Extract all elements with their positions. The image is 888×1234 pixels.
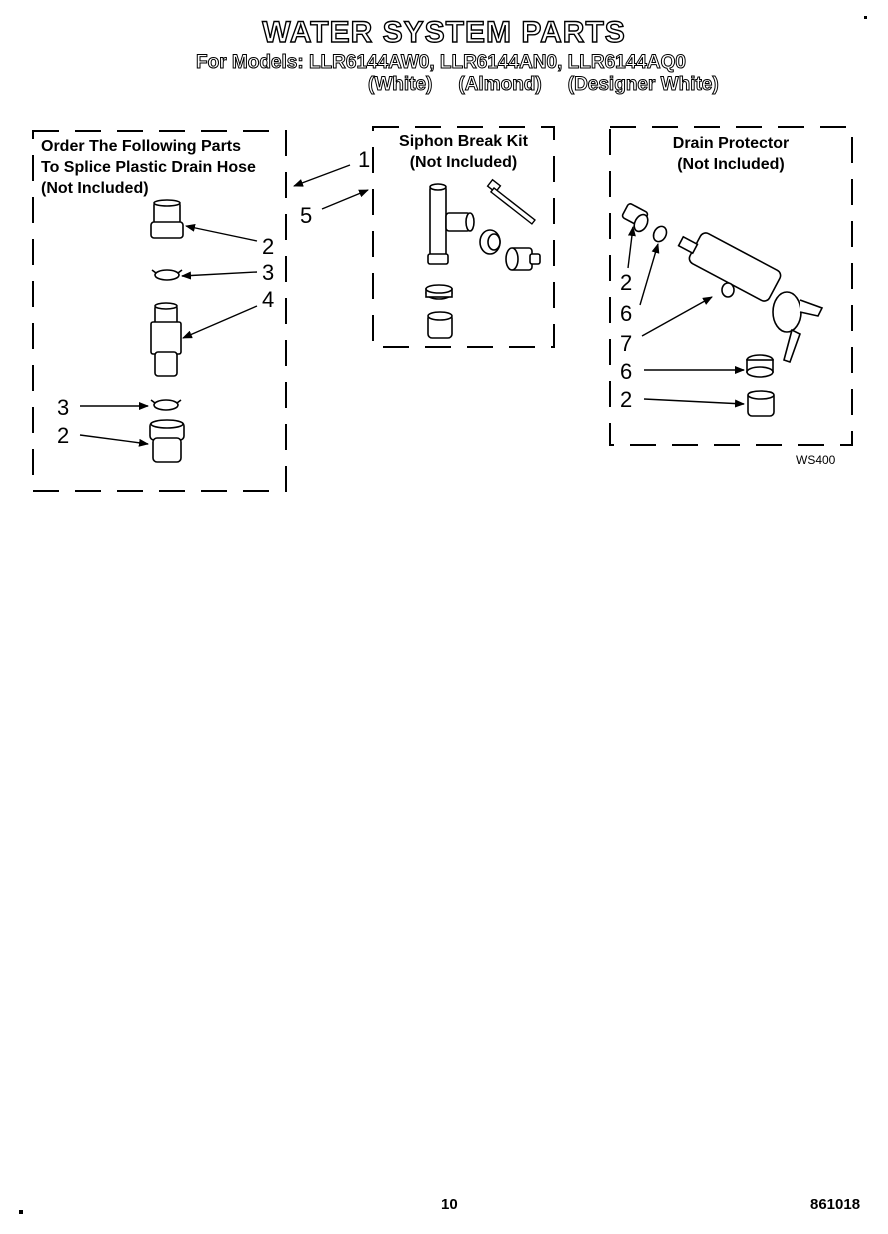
drain-clamp-bottom bbox=[746, 354, 774, 378]
drain-panel-frame bbox=[609, 126, 853, 446]
callout-1: 1 bbox=[358, 147, 371, 172]
siphon-tee-fitting bbox=[427, 183, 475, 265]
siphon-heading-line1: Siphon Break Kit bbox=[399, 133, 528, 150]
color-variants: (White) (Almond) (Designer White) bbox=[367, 74, 745, 96]
models-line: For Models: LLR6144AW0, LLR6144AN0, LLR6… bbox=[196, 52, 687, 74]
callout-drain-7: 7 bbox=[620, 331, 633, 356]
leader-lines bbox=[79, 164, 745, 447]
siphon-cap bbox=[427, 311, 453, 339]
page-number: 10 bbox=[441, 1196, 458, 1213]
corner-mark-top-right bbox=[864, 16, 867, 19]
siphon-ring bbox=[425, 284, 453, 300]
document-number: 861018 bbox=[810, 1196, 861, 1213]
diagram-code: WS400 bbox=[796, 453, 836, 467]
callout-splice-2-top: 2 bbox=[262, 234, 275, 259]
splice-connector-bottom bbox=[149, 419, 185, 463]
siphon-adapter bbox=[505, 247, 541, 271]
splice-connector-top bbox=[150, 199, 184, 239]
drain-heading-line1: Drain Protector bbox=[672, 135, 790, 152]
splice-coupling bbox=[150, 302, 182, 377]
drain-connector-top bbox=[621, 203, 649, 233]
page-title: WATER SYSTEM PARTS bbox=[262, 15, 626, 49]
splice-clamp-top bbox=[151, 269, 183, 281]
callout-drain-6-bottom: 6 bbox=[620, 359, 633, 384]
callout-splice-3-top: 3 bbox=[262, 260, 275, 285]
callout-drain-6-top: 6 bbox=[620, 301, 633, 326]
corner-mark-bottom-left bbox=[19, 1210, 23, 1214]
siphon-panel-heading: Siphon Break Kit (Not Included) bbox=[373, 131, 554, 173]
splice-clamp-bottom bbox=[150, 399, 182, 411]
variant-white: (White) bbox=[367, 74, 433, 96]
siphon-panel-frame bbox=[372, 126, 555, 348]
callout-splice-3-bottom: 3 bbox=[57, 395, 70, 420]
drain-clamp-top bbox=[652, 225, 668, 243]
siphon-clamp-ring bbox=[479, 229, 501, 255]
siphon-heading-line2: (Not Included) bbox=[409, 154, 518, 171]
variant-almond: (Almond) bbox=[458, 74, 542, 96]
variant-designer-white: (Designer White) bbox=[567, 74, 719, 96]
splice-heading-line3: (Not Included) bbox=[41, 180, 149, 197]
callout-5: 5 bbox=[300, 203, 313, 228]
callout-splice-4: 4 bbox=[262, 287, 275, 312]
splice-panel-frame bbox=[32, 130, 287, 492]
siphon-zip-tie bbox=[486, 178, 536, 225]
callout-drain-2-top: 2 bbox=[620, 270, 633, 295]
callout-drain-2-bottom: 2 bbox=[620, 387, 633, 412]
drain-connector-bottom bbox=[747, 390, 775, 417]
drain-heading-line2: (Not Included) bbox=[677, 156, 785, 173]
callout-splice-2-bottom: 2 bbox=[57, 423, 70, 448]
drain-panel-heading: Drain Protector (Not Included) bbox=[610, 133, 852, 175]
splice-heading-line1: Order The Following Parts bbox=[41, 138, 242, 155]
drain-protector-body bbox=[677, 232, 824, 364]
splice-heading-line2: To Splice Plastic Drain Hose bbox=[41, 159, 256, 176]
splice-panel-heading: Order The Following Parts To Splice Plas… bbox=[41, 136, 256, 199]
